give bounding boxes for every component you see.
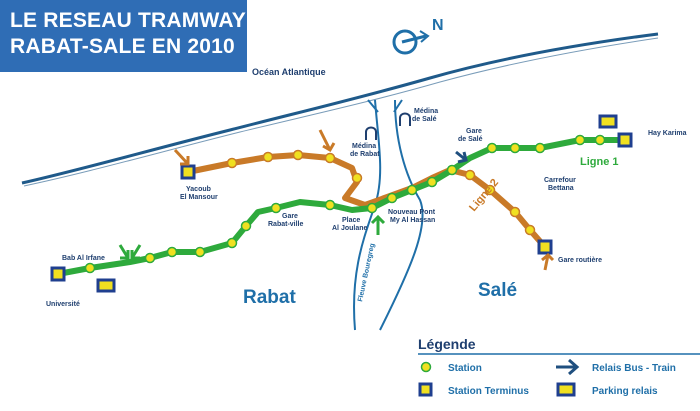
relais-arrows [118,129,555,271]
title-line-1: LE RESEAU TRAMWAY [10,9,246,32]
relais-bus-train-icon [130,244,142,260]
station-dot[interactable] [144,252,156,264]
legend-parking-label: Parking relais [592,386,658,397]
station-dot[interactable] [509,206,521,218]
terminus-universite[interactable] [50,266,66,282]
station-dot[interactable] [226,237,238,249]
station-dot[interactable] [84,262,96,274]
station-dot[interactable] [594,134,606,146]
line1-stations [84,134,606,274]
station-dot[interactable] [484,184,496,196]
legend-station-icon [420,361,432,373]
station-dot[interactable] [166,246,178,258]
station-dot[interactable] [292,149,304,161]
north-compass: N [392,17,444,55]
station-dot[interactable] [509,142,521,154]
line1-label: Ligne 1 [580,156,619,168]
medina-sale-icon [399,112,411,126]
relais-bus-train-icon [541,252,555,271]
station-dot[interactable] [446,164,458,176]
relais-bus-train-icon [455,150,468,164]
legend-terminus-icon [418,382,433,397]
label-hay-karima: Hay Karima [648,130,687,137]
terminus-hay-karima[interactable] [617,132,633,148]
river-mouth [367,99,403,113]
terminus-yacoub[interactable] [180,164,196,180]
station-dot[interactable] [386,192,398,204]
terminus-stations [50,132,633,282]
legend: Légende Station Relais Bus - Train Stati… [418,336,700,397]
station-dot[interactable] [262,151,274,163]
parking-relais-markers [96,114,618,293]
legend-station-label: Station [448,363,482,374]
relais-bus-train-icon [318,129,336,153]
relais-bus-train-icon [173,148,190,166]
coastline-shadow [23,37,659,187]
parking-relais-icon[interactable] [598,114,618,129]
station-dot[interactable] [534,142,546,154]
label-universite: Université [46,301,80,308]
city-sale-label: Salé [478,280,517,301]
legend-terminus-label: Station Terminus [448,386,529,397]
line2-stations [226,149,536,236]
legend-relais-icon [556,358,580,376]
label-bab-al-irfane: Bab Al Irfane [62,255,105,262]
legend-relais-label: Relais Bus - Train [592,363,676,374]
parking-relais-icon[interactable] [96,278,116,293]
station-dot[interactable] [426,176,438,188]
relais-bus-train-icon [118,244,130,260]
legend-title: Légende [418,336,476,352]
label-ocean: Océan Atlantique [252,67,326,77]
station-dot[interactable] [486,142,498,154]
river-bank-right [379,99,424,331]
city-rabat-label: Rabat [243,287,296,308]
relais-bus-train-icon [370,214,386,235]
station-dot[interactable] [324,199,336,211]
title-line-2: RABAT-SALE EN 2010 [10,35,235,58]
station-dot[interactable] [464,169,476,181]
label-gare-routiere: Gare routière [558,257,602,264]
station-dot[interactable] [406,184,418,196]
station-dot[interactable] [351,172,363,184]
station-dot[interactable] [574,134,586,146]
station-dot[interactable] [194,246,206,258]
medina-rabat-icon [365,126,377,140]
coastline [21,32,659,185]
station-dot[interactable] [270,202,282,214]
station-dot[interactable] [366,202,378,214]
terminus-gare-routiere[interactable] [537,239,553,255]
station-dot[interactable] [226,157,238,169]
station-dot[interactable] [524,224,536,236]
map-title: LE RESEAU TRAMWAY RABAT-SALE EN 2010 [0,0,247,72]
station-dot[interactable] [240,220,252,232]
station-dot[interactable] [324,152,336,164]
legend-parking-icon [556,382,576,397]
compass-label: N [432,17,444,34]
